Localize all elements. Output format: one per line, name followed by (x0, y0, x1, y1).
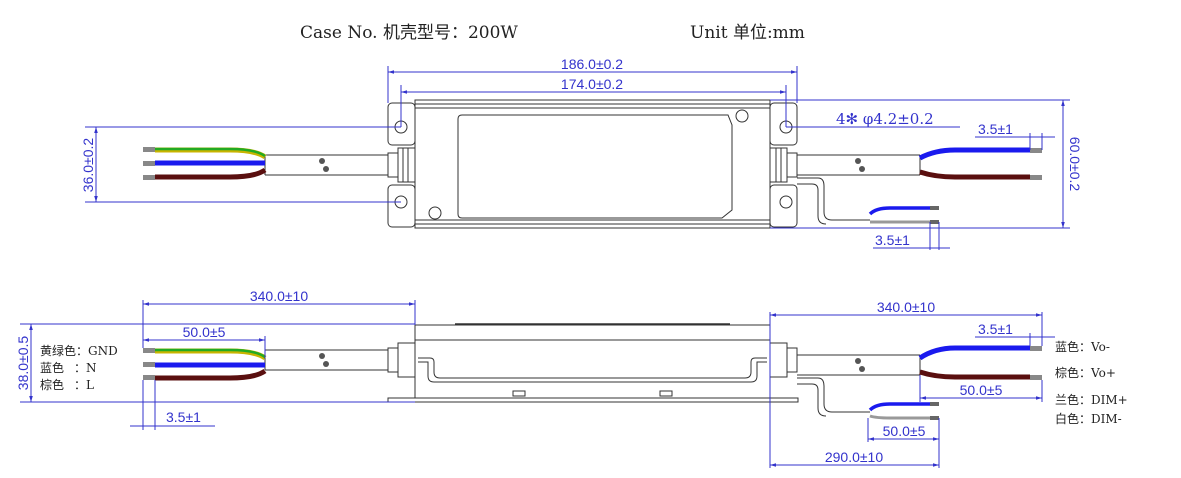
label-plate (457, 114, 733, 219)
output-wire-legend: 蓝色：Vo- 棕色：Vo+ 兰色：DIM+ 白色：DIM- (1055, 340, 1128, 426)
dim-height: 38.0±0.5 (15, 336, 31, 391)
dimensions-side: 38.0±0.5 340.0±10 50.0±5 3.5±1 340.0±10 … (15, 288, 1055, 468)
dimensions-top: 186.0±0.2 174.0±0.2 4✻ φ4.2±0.2 36.0±0.2… (80, 56, 1083, 250)
base-flange (387, 397, 799, 403)
output-cable-top (797, 147, 1042, 225)
case-number-label: Case No. 机壳型号：200W (300, 23, 518, 43)
housing-top (414, 99, 771, 229)
dim-output-strip: 3.5±1 (978, 321, 1013, 337)
input-cable-side (143, 348, 388, 381)
unit-label: Unit 单位:mm (690, 23, 805, 43)
legend-output-vo-minus: 蓝色：Vo- (1055, 340, 1110, 354)
output-cable-side (797, 345, 1042, 420)
input-cable-top (143, 147, 388, 180)
dim-mount-width: 36.0±0.2 (80, 138, 96, 193)
dim-input-cable: 340.0±10 (250, 288, 309, 304)
cable-gland-left (387, 147, 416, 183)
legend-input-n: 蓝色：N (40, 361, 97, 375)
dim-overall-width: 60.0±0.2 (1067, 137, 1083, 192)
dim-output-split: 50.0±5 (960, 382, 1003, 398)
dim-dim-split: 50.0±5 (883, 423, 926, 439)
dim-dim-cable: 290.0±10 (825, 449, 884, 465)
side-view: 38.0±0.5 340.0±10 50.0±5 3.5±1 340.0±10 … (15, 288, 1128, 468)
legend-output-dim-plus: 兰色：DIM+ (1055, 393, 1128, 407)
legend-output-vo-plus: 棕色：Vo+ (1055, 365, 1116, 380)
dim-input-strip: 3.5±1 (166, 409, 201, 425)
dim-mount-pitch: 174.0±0.2 (561, 76, 623, 92)
legend-output-dim-minus: 白色：DIM- (1055, 411, 1122, 426)
legend-input-gnd: 黄绿色：GND (40, 343, 118, 358)
legend-input-l: 棕色：L (40, 377, 94, 392)
input-wire-legend: 黄绿色：GND 蓝色：N 棕色：L (40, 343, 118, 392)
cable-gland-right (769, 147, 798, 183)
dim-overall-length: 186.0±0.2 (561, 56, 623, 72)
top-view: 186.0±0.2 174.0±0.2 4✻ φ4.2±0.2 36.0±0.2… (80, 56, 1083, 250)
dim-hole: 4✻ φ4.2±0.2 (836, 110, 934, 128)
dim-input-split: 50.0±5 (183, 324, 226, 340)
dim-strip-dim: 3.5±1 (875, 232, 910, 248)
dim-strip-output: 3.5±1 (978, 121, 1013, 137)
mount-hole (779, 195, 793, 209)
housing-side (414, 324, 771, 401)
dim-output-cable: 340.0±10 (877, 299, 936, 315)
